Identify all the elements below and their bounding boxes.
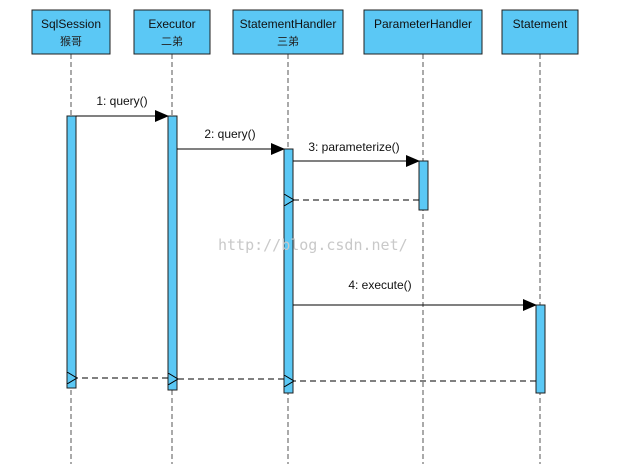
activation-statement [535,304,546,394]
participant-name: ParameterHandler [374,17,472,31]
participant-parameterhandler: ParameterHandler [363,9,483,55]
participant-alias: 三弟 [277,35,299,48]
message-4: 4: execute() [293,278,537,311]
participant-name: Statement [513,17,568,31]
participant-alias: 猴哥 [60,34,82,48]
message-2: 2: query() [177,127,285,155]
participant-executor: Executor 二弟 [133,9,211,55]
watermark: http://blog.csdn.net/ [218,236,408,254]
participant-statementhandler: StatementHandler 三弟 [232,9,344,55]
participant-sqlsession: SqlSession 猴哥 [31,9,111,55]
activation-parameterhandler [418,160,429,211]
activation-sqlsession [66,115,77,389]
participant-alias: 二弟 [161,35,183,48]
message-1: 1: query() [76,94,169,122]
participant-statement: Statement [501,9,579,55]
message-3: 3: parameterize() [293,140,420,167]
activation-statementhandler [283,148,294,394]
participant-name: SqlSession [41,17,101,31]
participant-name: StatementHandler [240,17,337,31]
message-label: 1: query() [96,94,147,108]
message-label: 4: execute() [348,278,411,292]
message-label: 3: parameterize() [308,140,399,154]
participant-name: Executor [148,17,195,31]
activation-executor [167,115,178,391]
message-label: 2: query() [204,127,255,141]
